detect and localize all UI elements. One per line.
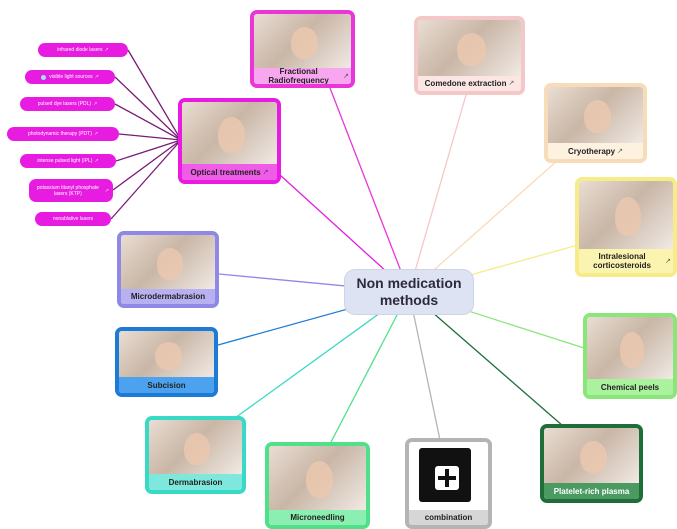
optical-treatments-label-area: Optical treatments ↗	[182, 164, 277, 180]
connector-optical-subitem	[112, 139, 182, 191]
optical-treatments-photo	[182, 102, 277, 168]
connector-prp	[408, 291, 564, 427]
node-microdermabrasion[interactable]: Microdermabrasion	[117, 231, 219, 308]
combination-label-area: combination	[409, 510, 488, 525]
optical-subitem[interactable]: photodynamic therapy (PDT)↗	[7, 127, 119, 141]
node-platelet-rich-plasma[interactable]: Platelet-rich plasma	[540, 424, 643, 503]
optical-subitem[interactable]: intense pulsed light (IPL)↗	[20, 154, 116, 168]
connector-optical-subitem	[114, 103, 182, 141]
optical-subitem[interactable]: potassium titanyl phosphate lasers (KTP)…	[29, 179, 113, 202]
external-link-icon[interactable]: ↗	[262, 168, 269, 176]
comedone-extraction-photo	[418, 20, 521, 80]
chemical-peels-label: Chemical peels	[600, 382, 660, 392]
node-subcision[interactable]: Subcision	[115, 327, 218, 397]
connector-optical-subitem	[127, 49, 182, 141]
connector-optical-subitem	[115, 139, 182, 162]
external-link-icon[interactable]: ↗	[617, 147, 623, 155]
center-node-line1: Non medication	[356, 275, 462, 291]
node-fractional-radiofrequency[interactable]: Fractional Radiofrequency ↗	[250, 10, 355, 88]
microneedling-label: Microneedling	[290, 513, 345, 522]
microdermabrasion-label-area: Microdermabrasion	[121, 289, 215, 304]
optical-subitem[interactable]: visible light sources↗	[25, 70, 115, 84]
node-dermabrasion[interactable]: Dermabrasion	[145, 416, 246, 494]
external-link-icon[interactable]: ↗	[94, 158, 99, 164]
external-link-icon[interactable]: ↗	[93, 131, 99, 137]
external-link-icon[interactable]: ↗	[94, 74, 99, 80]
connector-combination	[408, 291, 441, 441]
cryotherapy-label: Cryotherapy	[568, 146, 616, 156]
center-node[interactable]: Non medication methods	[345, 270, 473, 314]
external-link-icon[interactable]: ↗	[343, 72, 349, 80]
platelet-rich-plasma-label-area: Platelet-rich plasma	[544, 483, 639, 499]
optical-treatments-label: Optical treatments	[190, 167, 261, 177]
comedone-extraction-label: Comedone extraction	[424, 79, 507, 88]
external-link-icon[interactable]: ↗	[508, 80, 515, 87]
node-cryotherapy[interactable]: Cryotherapy ↗	[544, 83, 647, 163]
chemical-peels-photo	[587, 317, 673, 383]
connector-optical-subitem	[110, 139, 182, 220]
node-comedone-extraction[interactable]: Comedone extraction ↗	[414, 16, 525, 95]
platelet-rich-plasma-photo	[544, 428, 639, 487]
node-optical-treatments[interactable]: Optical treatments ↗	[178, 98, 281, 184]
intralesional-corticosteroids-label-area: Intralesional corticosteroids ↗	[579, 249, 673, 273]
microdermabrasion-photo	[121, 235, 215, 293]
subcision-label: Subcision	[147, 380, 186, 390]
center-node-line2: methods	[379, 292, 439, 308]
dermabrasion-photo	[149, 420, 242, 478]
optical-subitem[interactable]: infrared diode lasers↗	[38, 43, 128, 57]
platelet-rich-plasma-label: Platelet-rich plasma	[553, 486, 630, 496]
dermabrasion-label: Dermabrasion	[168, 477, 223, 487]
fractional-radiofrequency-label-area: Fractional Radiofrequency ↗	[254, 67, 351, 85]
combination-label: combination	[424, 513, 473, 522]
comedone-extraction-label-area: Comedone extraction ↗	[418, 76, 521, 91]
plus-square-icon	[419, 448, 471, 502]
cryotherapy-photo	[548, 87, 643, 147]
node-chemical-peels[interactable]: Chemical peels	[583, 313, 677, 399]
subcision-label-area: Subcision	[119, 377, 214, 393]
connector-cryotherapy	[408, 144, 576, 293]
dermabrasion-label-area: Dermabrasion	[149, 474, 242, 490]
intralesional-corticosteroids-label: Intralesional corticosteroids	[593, 252, 651, 270]
blue-dot-icon	[41, 74, 47, 80]
connector-comedone	[408, 94, 467, 293]
external-link-icon[interactable]: ↗	[665, 257, 671, 265]
connector-optical-subitem	[118, 133, 182, 141]
node-combination[interactable]: combination	[405, 438, 492, 529]
external-link-icon[interactable]: ↗	[104, 187, 109, 194]
subcision-photo	[119, 331, 214, 381]
microdermabrasion-label: Microdermabrasion	[130, 292, 206, 301]
microneedling-photo	[269, 446, 366, 514]
connector-optical-subitem	[114, 76, 182, 141]
node-intralesional-corticosteroids[interactable]: Intralesional corticosteroids ↗	[575, 177, 677, 277]
microneedling-label-area: Microneedling	[269, 510, 366, 525]
cryotherapy-label-area: Cryotherapy ↗	[548, 143, 643, 159]
external-link-icon[interactable]: ↗	[93, 101, 98, 107]
fractional-radiofrequency-label: Fractional Radiofrequency	[268, 67, 329, 85]
node-microneedling[interactable]: Microneedling	[265, 442, 370, 529]
intralesional-corticosteroids-photo	[579, 181, 673, 253]
combination-photo	[409, 442, 488, 514]
optical-subitem[interactable]: pulsed dye lasers (PDL)↗	[20, 97, 115, 111]
chemical-peels-label-area: Chemical peels	[587, 379, 673, 395]
fractional-radiofrequency-photo	[254, 14, 351, 72]
external-link-icon[interactable]: ↗	[104, 47, 109, 53]
optical-subitem[interactable]: nonablative lasers	[35, 212, 111, 226]
connector-microneedling	[329, 291, 410, 445]
connector-fractional_rf	[329, 87, 410, 293]
